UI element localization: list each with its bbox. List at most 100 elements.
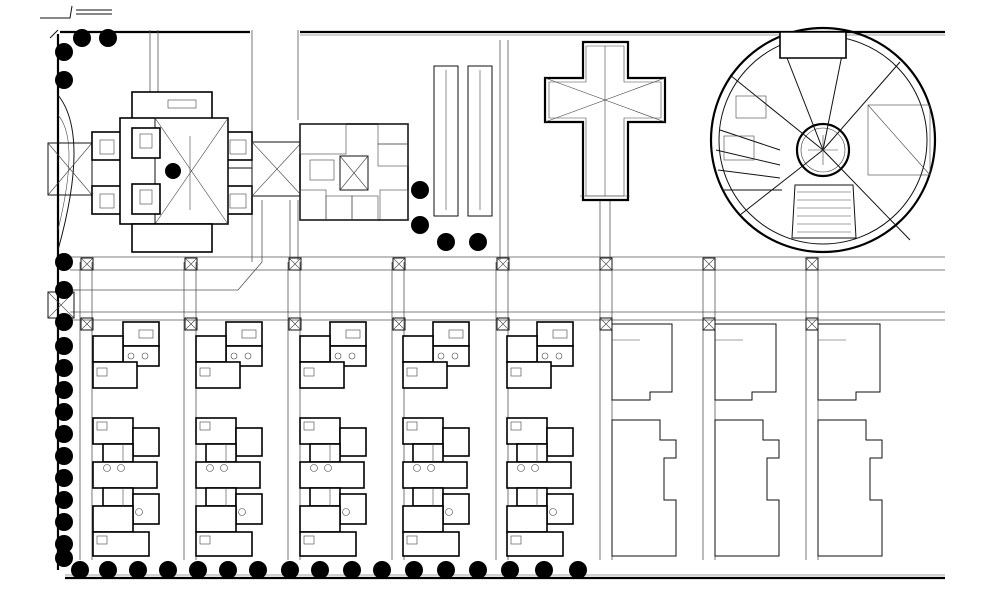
main-building: [91, 91, 253, 253]
tree-icon: [569, 561, 587, 579]
fixture: [127, 352, 135, 360]
housing-room: [546, 427, 574, 457]
housing-room: [132, 427, 160, 457]
furniture: [345, 329, 361, 339]
tree-icon: [55, 43, 73, 61]
housing-room: [309, 487, 341, 507]
housing-room: [102, 443, 134, 463]
housing-room: [402, 361, 448, 389]
furniture: [448, 329, 464, 339]
tree-icon: [55, 359, 73, 377]
fixture: [517, 464, 525, 472]
tree-icon: [405, 561, 423, 579]
furniture: [96, 535, 108, 545]
housing-room: [122, 321, 160, 347]
housing-room: [339, 427, 367, 457]
fixture: [451, 352, 459, 360]
tree-icon: [55, 71, 73, 89]
housing-room: [92, 461, 158, 489]
fixture: [437, 352, 445, 360]
landscape-trees: [55, 29, 587, 579]
furniture: [510, 367, 522, 377]
furniture: [241, 329, 257, 339]
housing-room: [536, 321, 574, 347]
furniture: [303, 535, 315, 545]
housing-room: [412, 487, 444, 507]
housing-blocks: [92, 321, 574, 557]
tree-icon: [159, 561, 177, 579]
fixture: [334, 352, 342, 360]
housing-room: [442, 493, 470, 525]
housing-room: [195, 417, 237, 445]
housing-room: [516, 487, 548, 507]
tree-icon: [437, 233, 455, 251]
tree-icon: [99, 561, 117, 579]
fixture: [549, 508, 557, 516]
linear-blocks: [433, 65, 493, 217]
fixture: [413, 464, 421, 472]
housing-room: [402, 335, 434, 363]
fixture: [541, 352, 549, 360]
tree-icon: [469, 233, 487, 251]
fixture: [555, 352, 563, 360]
title-block: [40, 5, 112, 19]
housing-room: [506, 361, 552, 389]
furniture: [303, 367, 315, 377]
tree-icon: [129, 561, 147, 579]
cross-shaped-building: [543, 40, 667, 202]
fixture: [531, 464, 539, 472]
housing-room: [195, 335, 227, 363]
fixture: [310, 464, 318, 472]
tree-icon: [55, 447, 73, 465]
tree-icon: [55, 535, 73, 553]
tree-icon: [189, 561, 207, 579]
tree-icon: [55, 313, 73, 331]
tree-icon: [55, 381, 73, 399]
housing-room: [299, 505, 341, 533]
fixture: [135, 508, 143, 516]
housing-room: [225, 321, 263, 347]
tree-icon: [55, 549, 73, 567]
tree-icon: [55, 513, 73, 531]
housing-room: [195, 361, 241, 389]
housing-room: [195, 505, 237, 533]
tree-icon: [55, 425, 73, 443]
housing-room: [432, 321, 470, 347]
housing-room: [195, 461, 261, 489]
furniture: [96, 367, 108, 377]
housing-room: [402, 461, 468, 489]
fixture: [117, 464, 125, 472]
housing-room: [92, 505, 134, 533]
fixture: [445, 508, 453, 516]
tree-icon: [343, 561, 361, 579]
furniture: [552, 329, 568, 339]
fixture: [220, 464, 228, 472]
fixture: [238, 508, 246, 516]
housing-room: [412, 443, 444, 463]
fixture: [103, 464, 111, 472]
fixture: [206, 464, 214, 472]
tree-icon: [73, 29, 91, 47]
fixture: [141, 352, 149, 360]
housing-room: [235, 427, 263, 457]
housing-room: [442, 427, 470, 457]
furniture: [199, 421, 211, 431]
tree-icon: [55, 337, 73, 355]
tree-icon: [437, 561, 455, 579]
tree-icon: [249, 561, 267, 579]
housing-room: [329, 321, 367, 347]
tree-icon: [311, 561, 329, 579]
tree-icon: [55, 253, 73, 271]
housing-room: [299, 417, 341, 445]
housing-room: [299, 335, 331, 363]
tree-icon: [411, 181, 429, 199]
furniture: [96, 421, 108, 431]
housing-room: [92, 335, 124, 363]
furniture: [199, 367, 211, 377]
housing-room: [299, 361, 345, 389]
tree-icon: [99, 29, 117, 47]
tree-icon: [469, 561, 487, 579]
furniture: [510, 421, 522, 431]
housing-room: [299, 461, 365, 489]
